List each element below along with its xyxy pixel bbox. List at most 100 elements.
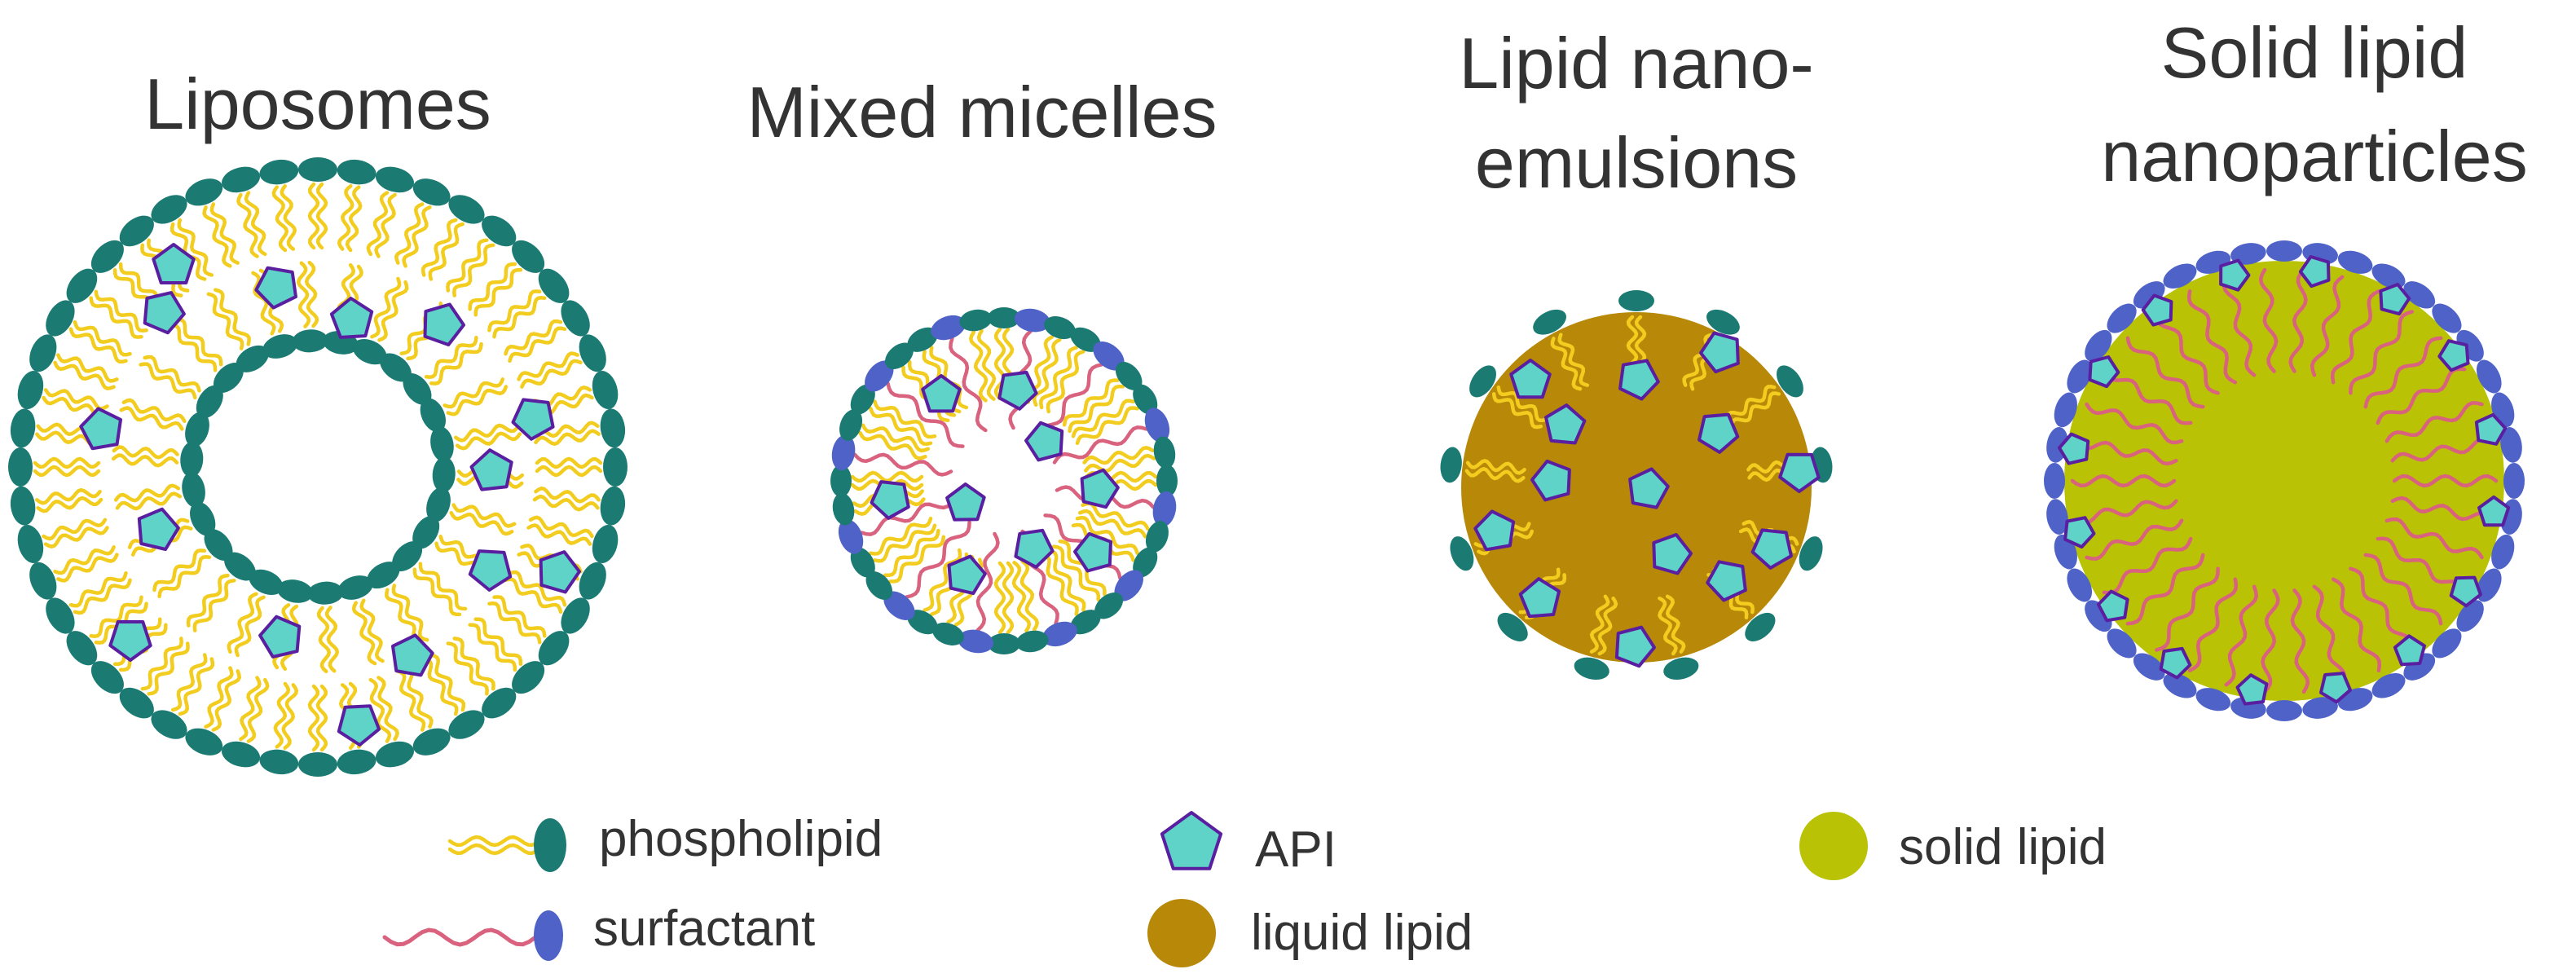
- surfactant-tail: [2312, 584, 2347, 687]
- surfactant-tail: [2224, 584, 2259, 687]
- api-pentagon-icon: [1699, 331, 1740, 374]
- phospholipid-tail: [869, 407, 933, 446]
- api-pentagon-icon: [1706, 560, 1747, 602]
- phospholipid-tail: [42, 518, 108, 541]
- phospholipid-head: [90, 661, 124, 694]
- api-pentagon-icon: [2477, 495, 2511, 527]
- phospholipid-tail: [316, 606, 332, 674]
- surfactant-tail: [2070, 474, 2177, 488]
- surfactant-tail: [2288, 267, 2308, 373]
- phospholipid-tail: [487, 289, 542, 333]
- phospholipid-tail: [121, 398, 187, 424]
- solid-lipid-nanoparticle: [2044, 240, 2525, 721]
- phospholipid-head: [884, 342, 914, 370]
- phospholipid-tail: [147, 641, 190, 696]
- api-pentagon-icon: [2058, 432, 2090, 465]
- surfactant-tail: [2331, 577, 2382, 672]
- api-pentagon-icon: [1160, 811, 1223, 870]
- surfactant-tail: [2392, 474, 2499, 488]
- surfactant-tail: [2261, 588, 2280, 694]
- surfactant-head: [2266, 240, 2302, 262]
- phospholipid-head: [850, 384, 875, 415]
- phospholipid-head: [182, 472, 205, 508]
- phospholipid-head: [119, 687, 154, 719]
- phospholipid-tail: [273, 681, 291, 749]
- phospholipid-head: [592, 524, 619, 563]
- surfactant-tail: [2384, 517, 2484, 560]
- api-pentagon-icon: [2449, 575, 2482, 608]
- phospholipid-head: [29, 562, 57, 600]
- phospholipid-head: [1115, 361, 1143, 390]
- phospholipid-head: [538, 268, 570, 303]
- phospholipid-tail: [421, 218, 458, 277]
- phospholipid-tail: [455, 431, 522, 451]
- phospholipid-tail: [1597, 596, 1618, 656]
- surfactant-icon: [382, 910, 563, 961]
- phospholipid-head: [262, 334, 298, 359]
- surfactant-head: [1144, 408, 1170, 443]
- phospholipid-tail: [447, 835, 542, 848]
- surfactant-head: [2230, 243, 2266, 265]
- api-pentagon-icon: [337, 704, 381, 747]
- api-pentagon-icon: [1530, 459, 1571, 502]
- phospholipid-tail: [204, 666, 234, 729]
- phospholipid-tail: [976, 328, 997, 401]
- phospholipid-tail: [1002, 561, 1015, 635]
- phospholipid-head: [190, 501, 216, 536]
- surfactant-head: [2432, 303, 2462, 333]
- phospholipid-head: [432, 456, 456, 493]
- phospholipid-head: [1745, 612, 1776, 641]
- phospholipid-tail: [143, 355, 201, 393]
- api-pentagon-icon: [1544, 403, 1587, 445]
- surfactant-tail: [2222, 275, 2257, 377]
- surfactant-tail: [886, 381, 965, 448]
- lipid-nanoemulsion-particle: [1440, 290, 1833, 681]
- phospholipid-head: [119, 215, 154, 247]
- phospholipid-tail: [68, 570, 128, 608]
- phospholipid-head: [538, 631, 570, 666]
- api-pentagon-icon: [2437, 339, 2470, 372]
- phospholipid-tail: [508, 326, 567, 363]
- surfactant-head: [883, 591, 915, 620]
- phospholipid-tail: [504, 319, 563, 356]
- phospholipid-head: [204, 529, 233, 561]
- phospholipid-tail: [883, 528, 940, 578]
- phospholipid-head: [337, 749, 376, 775]
- api-pentagon-icon: [469, 448, 513, 491]
- api-pentagon-icon: [1518, 577, 1561, 619]
- phospholipid-head: [46, 300, 75, 337]
- phospholipid-tail: [517, 351, 579, 381]
- surfactant-head: [838, 519, 864, 554]
- surfactant-head: [2302, 697, 2338, 719]
- api-pentagon-icon: [2393, 634, 2426, 667]
- phospholipid-tail: [345, 185, 363, 253]
- surfactant-head: [2107, 303, 2137, 333]
- api-pentagon-icon: [2319, 672, 2352, 704]
- phospholipid-tail: [211, 669, 242, 732]
- api-pentagon-icon: [2235, 673, 2269, 706]
- surfactant-tail: [2376, 367, 2467, 425]
- api-pentagon-icon: [2063, 516, 2096, 549]
- legend-surfactant-label: surfactant: [593, 901, 815, 957]
- surfactant-tail: [2187, 577, 2239, 672]
- api-pentagon-icon: [2088, 355, 2120, 389]
- phospholipid-tail: [873, 399, 937, 439]
- phospholipid-tail: [1077, 509, 1147, 539]
- phospholipid-head: [1044, 316, 1076, 340]
- title-liposomes: Liposomes: [144, 64, 491, 144]
- phospholipid-tail: [1011, 561, 1032, 633]
- surfactant-head: [534, 910, 563, 961]
- api-pentagon-icon: [1628, 467, 1670, 509]
- surfactant-head: [2337, 250, 2373, 274]
- api-pentagon-icon: [254, 266, 297, 310]
- phospholipid-tail: [858, 430, 927, 460]
- api-pentagon-icon: [143, 291, 186, 335]
- api-pentagon-icon: [1509, 359, 1552, 399]
- phospholipid-tail: [1071, 399, 1135, 438]
- api-pentagon-icon: [1073, 531, 1112, 573]
- api-pentagon-icon: [1473, 509, 1516, 552]
- phospholipid-tail: [402, 205, 432, 268]
- surfactant-tail: [2125, 553, 2205, 626]
- surfactant-head: [2044, 463, 2065, 499]
- phospholipid-head: [420, 398, 446, 433]
